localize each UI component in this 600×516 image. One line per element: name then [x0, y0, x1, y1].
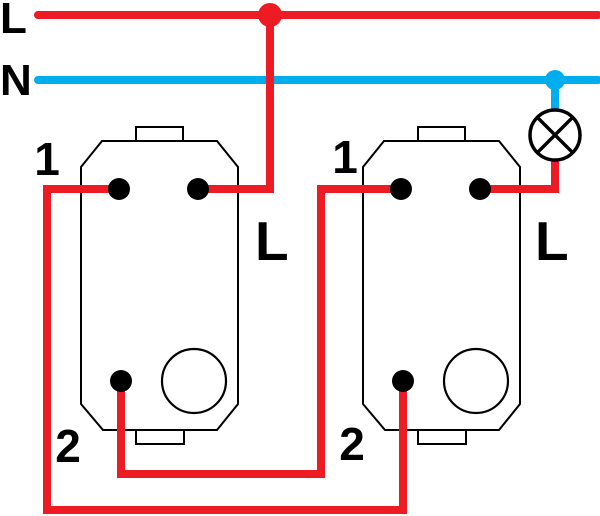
switch-2-terminal-live-label: L	[535, 210, 569, 272]
switch-2-top-tab	[417, 126, 466, 142]
switch-1-terminal-live-label: L	[255, 210, 289, 272]
switch-1-terminal-2-label: 2	[55, 420, 81, 472]
supply-live-label: L	[0, 0, 27, 43]
neutral-junction-dot	[545, 70, 565, 90]
switch-1-terminal-live-dot	[187, 178, 209, 200]
switch-2-bottom-tab	[417, 429, 467, 445]
switch-1-terminal-1-dot	[108, 178, 130, 200]
switch-1-top-tab	[135, 126, 184, 142]
switch-2	[362, 126, 521, 445]
traveler-wire-1	[43, 185, 407, 514]
switch-1	[80, 126, 239, 445]
lamp-live-wire	[480, 158, 559, 193]
lamp-icon	[528, 108, 582, 162]
live-junction-dot	[258, 3, 282, 27]
switch-1-rocker-icon	[160, 347, 228, 415]
switch-2-rocker-icon	[442, 347, 510, 415]
switch-1-terminal-2-dot	[110, 370, 132, 392]
switch-1-bottom-tab	[135, 429, 185, 445]
switch-2-terminal-live-dot	[469, 178, 491, 200]
live-feed-wire	[198, 15, 274, 193]
supply-neutral-label: N	[0, 56, 32, 105]
lamp-cross-line-2	[536, 116, 574, 154]
traveler-wire-2	[117, 185, 401, 478]
switch-2-terminal-1-label: 1	[332, 131, 358, 183]
switch-2-terminal-2-label: 2	[339, 418, 365, 470]
switch-1-terminal-1-label: 1	[34, 133, 60, 185]
switch-2-terminal-2-dot	[392, 370, 414, 392]
switch-2-terminal-1-dot	[390, 178, 412, 200]
